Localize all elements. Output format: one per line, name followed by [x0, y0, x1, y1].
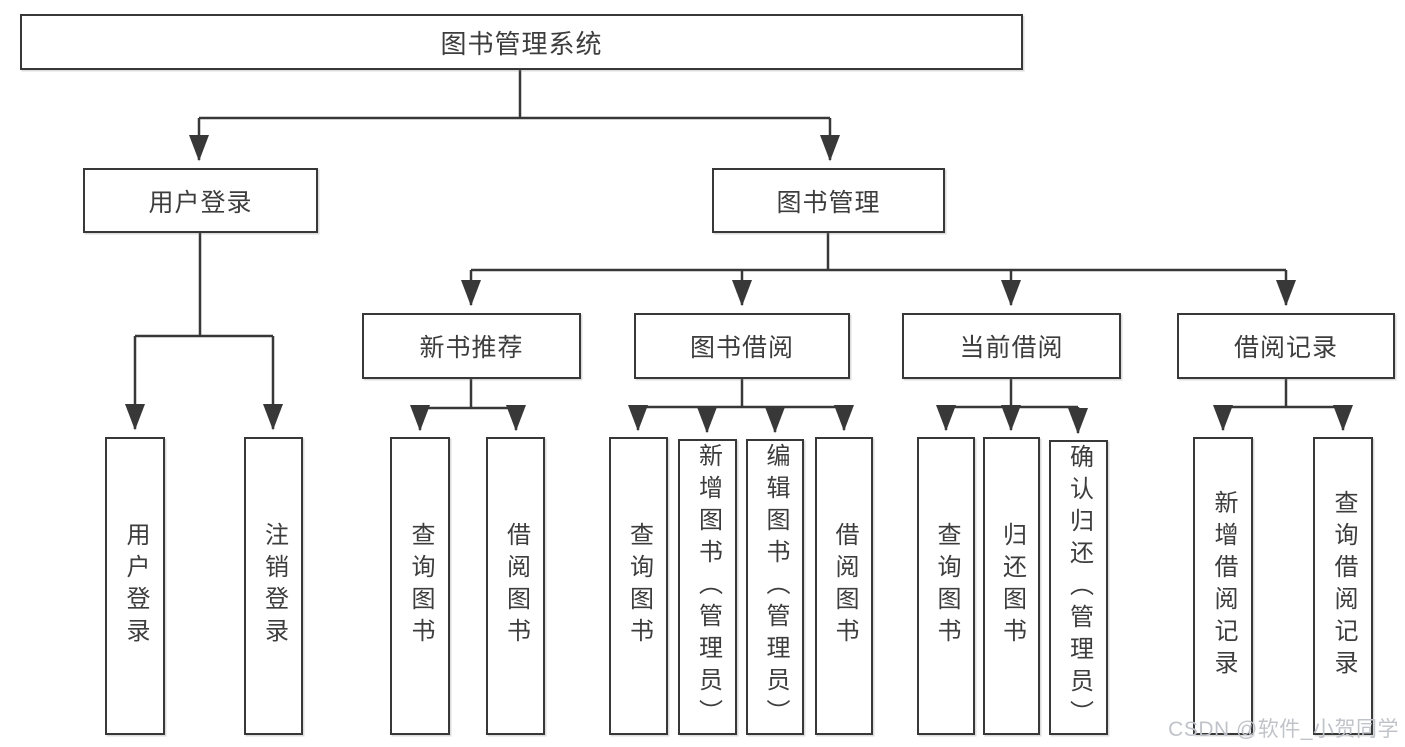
leaf-add-books-admin: 新增图书（管理员） [678, 439, 737, 735]
node-label: 用户登录 [148, 188, 253, 217]
node-label: 查询图书 [625, 522, 653, 650]
node-book-borrowing: 图书借阅 [634, 313, 850, 379]
node-label: 归还图书 [998, 522, 1026, 650]
node-label: 图书管理系统 [440, 28, 603, 59]
node-label: 借阅图书 [831, 522, 858, 650]
node-label: 用户登录 [122, 522, 149, 650]
node-book-management-module: 图书管理 [712, 168, 945, 233]
node-label: 新增借阅记录 [1210, 490, 1237, 682]
csdn-watermark: CSDN @软件_小贺同学 [1168, 718, 1399, 741]
leaf-user-login: 用户登录 [105, 437, 165, 735]
node-borrowing-records: 借阅记录 [1177, 313, 1395, 379]
leaf-edit-books-admin: 编辑图书（管理员） [746, 439, 804, 735]
leaf-add-borrow-record: 新增借阅记录 [1193, 437, 1253, 735]
node-label: 查询图书 [407, 522, 434, 650]
node-library-management-system: 图书管理系统 [20, 14, 1023, 70]
leaf-query-books-current: 查询图书 [917, 437, 975, 735]
node-label: 查询图书 [933, 522, 960, 650]
node-user-login-module: 用户登录 [83, 168, 318, 233]
leaf-query-borrow-record: 查询借阅记录 [1313, 437, 1373, 735]
node-label: 当前借阅 [959, 334, 1064, 362]
leaf-confirm-return-admin: 确认归还（管理员） [1049, 440, 1108, 735]
leaf-query-books-borrowing: 查询图书 [609, 437, 668, 735]
node-label: 借阅图书 [502, 522, 530, 650]
leaf-query-books-recommend: 查询图书 [390, 437, 450, 735]
node-label: 图书借阅 [689, 334, 794, 362]
node-new-book-recommendation: 新书推荐 [362, 313, 581, 379]
leaf-borrow-books-recommend: 借阅图书 [486, 437, 545, 735]
leaf-borrow-books: 借阅图书 [815, 437, 873, 735]
node-label: 图书管理 [776, 188, 881, 217]
leaf-logout: 注销登录 [244, 437, 303, 735]
leaf-return-books: 归还图书 [983, 437, 1040, 735]
node-label: 新增图书（管理员） [694, 443, 722, 731]
node-label: 查询借阅记录 [1330, 490, 1357, 682]
node-label: 借阅记录 [1233, 334, 1338, 362]
node-label: 确认归还（管理员） [1065, 443, 1093, 732]
node-label: 新书推荐 [419, 334, 524, 362]
node-label: 编辑图书（管理员） [762, 443, 789, 731]
node-label: 注销登录 [260, 522, 288, 650]
node-current-borrowing: 当前借阅 [902, 313, 1121, 379]
